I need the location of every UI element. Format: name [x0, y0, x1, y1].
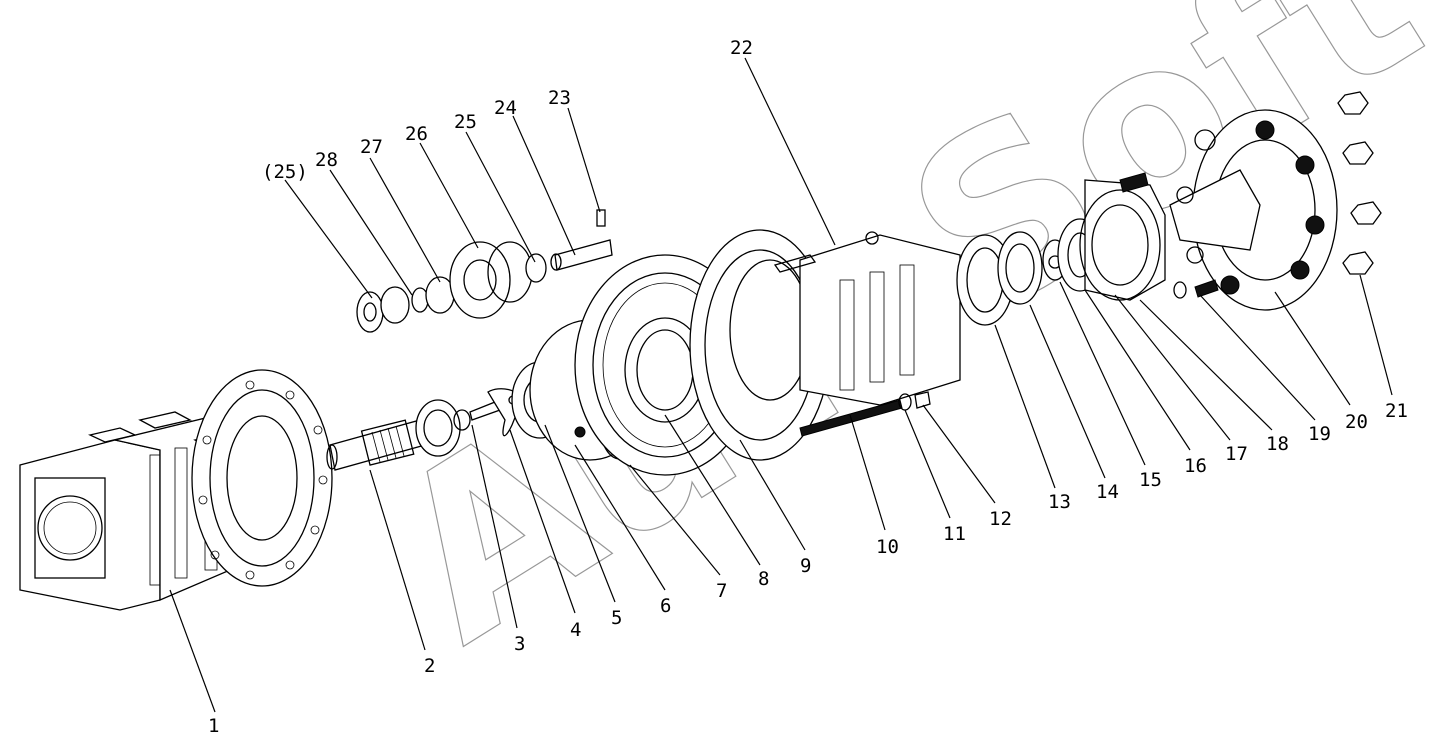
callout-17: 17 — [1225, 443, 1248, 465]
callout-20: 20 — [1345, 411, 1368, 433]
callout-7: 7 — [716, 580, 727, 602]
callout-16: 16 — [1184, 455, 1207, 477]
part-22-body — [773, 231, 961, 406]
part-17-18-seal-flange — [1079, 172, 1166, 301]
part-1-housing — [19, 369, 333, 611]
callout-3: 3 — [514, 633, 525, 655]
callout-21: 21 — [1385, 400, 1408, 422]
leader-lines — [169, 57, 1393, 713]
part-19-21-hub — [1169, 91, 1382, 311]
callout-13: 13 — [1048, 491, 1071, 513]
callout-9: 9 — [800, 555, 811, 577]
callout-5: 5 — [611, 607, 622, 629]
callout-18: 18 — [1266, 433, 1289, 455]
callout-11: 11 — [943, 523, 966, 545]
callout-1: 1 — [208, 715, 219, 737]
callout-24: 24 — [494, 97, 517, 119]
callout-14: 14 — [1096, 481, 1119, 503]
callout-28: 28 — [315, 149, 338, 171]
callout-25-paren: (25) — [262, 161, 308, 183]
callouts: 1 2 3 4 5 6 7 8 9 10 11 12 13 14 15 16 1… — [208, 37, 1408, 737]
callout-2: 2 — [424, 655, 435, 677]
callout-25: 25 — [454, 111, 477, 133]
callout-15: 15 — [1139, 469, 1162, 491]
callout-26: 26 — [405, 123, 428, 145]
callout-8: 8 — [758, 568, 769, 590]
callout-6: 6 — [660, 595, 671, 617]
callout-4: 4 — [570, 619, 581, 641]
callout-22: 22 — [730, 37, 753, 59]
part-23-28-gear-set — [356, 209, 613, 333]
callout-23: 23 — [548, 87, 571, 109]
callout-27: 27 — [360, 136, 383, 158]
callout-19: 19 — [1308, 423, 1331, 445]
part-2-input-shaft — [326, 399, 471, 471]
callout-12: 12 — [989, 508, 1012, 530]
callout-10: 10 — [876, 536, 899, 558]
